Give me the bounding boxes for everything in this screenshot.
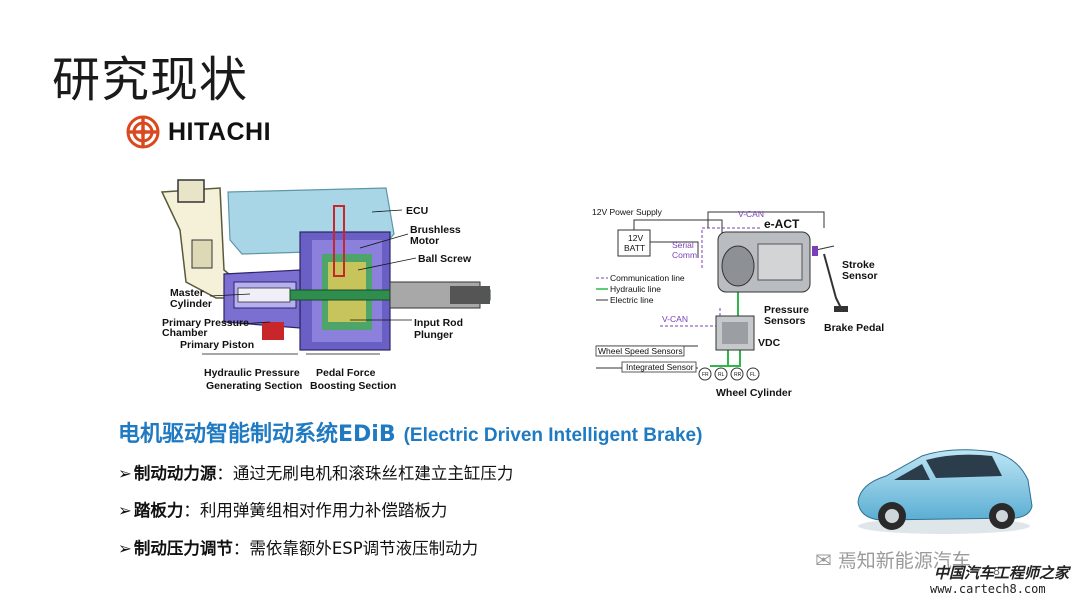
wheel-cylinders xyxy=(698,367,760,381)
label-vcan-mid: V-CAN xyxy=(662,314,688,324)
arrow-bullet-icon: ➢ xyxy=(118,539,132,558)
label-hydraulic-1: Hydraulic Pressure xyxy=(204,367,300,379)
battery-box xyxy=(617,229,651,257)
site-watermark-url: www.cartech8.com xyxy=(930,582,1046,596)
bullet-term: 踏板力 xyxy=(133,501,184,520)
label-batt-1: 12V xyxy=(628,233,643,243)
legend-elec: Electric line xyxy=(610,295,654,305)
label-ball-screw: Ball Screw xyxy=(418,253,472,265)
brake-pedal-assembly xyxy=(812,246,848,312)
label-pedal-2: Boosting Section xyxy=(310,380,396,392)
wechat-icon: ✉ xyxy=(815,547,832,572)
line-legend xyxy=(596,277,608,301)
bullet-term: 制动压力调节 xyxy=(133,539,233,558)
wechat-watermark-text: 焉知新能源汽车 xyxy=(837,550,971,572)
label-wheel-speed: Wheel Speed Sensors xyxy=(598,346,683,356)
bullet-item: ➢制动压力调节：需依靠额外ESP调节液压制动力 xyxy=(118,535,478,559)
page-number: 8 xyxy=(993,565,1000,578)
arrow-bullet-icon: ➢ xyxy=(118,464,132,483)
label-power-supply: 12V Power Supply xyxy=(592,207,663,217)
label-hydraulic-2: Generating Section xyxy=(206,380,302,392)
legend-comm: Communication line xyxy=(610,273,685,283)
label-fl: FL xyxy=(750,372,756,378)
label-vdc: VDC xyxy=(758,337,781,349)
label-primary-pressure-2: Chamber xyxy=(162,327,208,339)
label-fr: FR xyxy=(702,372,709,378)
ecu-wire xyxy=(333,205,345,277)
label-input-rod-2: Plunger xyxy=(414,329,453,341)
site-watermark-cn: 中国汽车工程师之家 xyxy=(934,564,1070,582)
bullet-text: ：利用弹簧组相对作用力补偿踏板力 xyxy=(183,501,448,520)
eact-cross-section-diagram: ECU Brushless Motor Ball Screw Master Cy… xyxy=(160,179,491,392)
nissan-leaf-car-image xyxy=(857,449,1033,534)
bullet-item: ➢制动动力源：通过无刷电机和滚珠丝杠建立主缸压力 xyxy=(118,460,513,484)
label-rl: RL xyxy=(718,372,725,378)
label-integrated: Integrated Sensor xyxy=(626,362,694,372)
arrow-bullet-icon: ➢ xyxy=(118,501,132,520)
label-brushless-1: Brushless xyxy=(410,224,461,236)
heading-cn: 电机驱动智能制动系统EDiB xyxy=(118,422,396,447)
label-brake-pedal: Brake Pedal xyxy=(824,322,884,334)
label-pedal-1: Pedal Force xyxy=(316,367,376,379)
label-stroke-2: Sensor xyxy=(842,270,878,282)
legend-hyd: Hydraulic line xyxy=(610,284,661,294)
red-component xyxy=(262,322,284,340)
leader-lines xyxy=(202,209,417,355)
hitachi-logo-text: HITACHI xyxy=(168,117,272,146)
heading-en: (Electric Driven Intelligent Brake) xyxy=(403,425,703,446)
label-serial-2: Comm. xyxy=(672,250,699,260)
label-pressure-2: Sensors xyxy=(764,315,806,327)
integrated-sensor-box xyxy=(621,361,697,373)
label-pressure-1: Pressure xyxy=(764,304,809,316)
eact-system-diagram: 12V Power Supply 12V BATT FR RL xyxy=(592,207,884,399)
label-master-2: Cylinder xyxy=(170,298,212,310)
label-input-rod-1: Input Rod xyxy=(414,317,463,329)
hitachi-logo: HITACHI xyxy=(126,112,271,152)
section-heading: 电机驱动智能制动系统EDiB (Electric Driven Intellige… xyxy=(118,416,702,448)
label-vcan-top: V-CAN xyxy=(738,209,764,219)
wechat-watermark: ✉ 焉知新能源汽车 xyxy=(815,546,971,573)
page-title: 研究现状 xyxy=(52,52,249,108)
wheel-speed-box xyxy=(595,345,685,357)
label-master-1: Master xyxy=(170,287,204,299)
bullet-term: 制动动力源 xyxy=(133,464,217,483)
master-cylinder-body xyxy=(223,269,301,329)
bullet-text: ：通过无刷电机和滚珠丝杠建立主缸压力 xyxy=(216,464,514,483)
label-rr: RR xyxy=(734,372,742,378)
label-primary-pressure-1: Primary Pressure xyxy=(162,317,249,329)
vdc-unit xyxy=(715,315,755,351)
bullet-item: ➢踏板力：利用弹簧组相对作用力补偿踏板力 xyxy=(118,497,447,521)
label-batt-2: BATT xyxy=(624,243,645,253)
label-ecu: ECU xyxy=(406,205,428,217)
eact-unit xyxy=(717,231,811,293)
hitachi-emblem-icon xyxy=(126,115,160,149)
bullet-text: ：需依靠额外ESP调节液压制动力 xyxy=(232,539,479,558)
label-brushless-2: Motor xyxy=(410,235,439,247)
label-stroke-1: Stroke xyxy=(842,259,875,271)
label-serial-1: Serial xyxy=(672,240,694,250)
label-wheel-cylinder: Wheel Cylinder xyxy=(716,387,792,399)
input-rod xyxy=(289,281,491,309)
label-primary-piston: Primary Piston xyxy=(180,339,254,351)
label-eact: e-ACT xyxy=(764,217,800,231)
